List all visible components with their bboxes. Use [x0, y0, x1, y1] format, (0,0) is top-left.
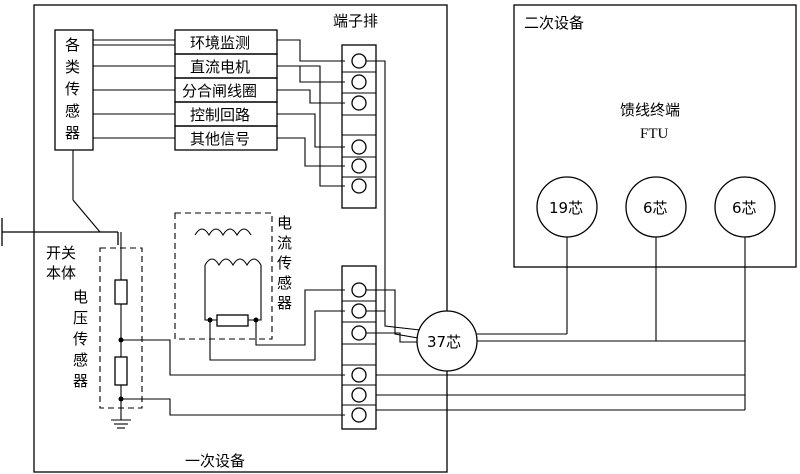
svg-text:传: 传	[73, 330, 88, 348]
current-sensor-coils	[194, 228, 345, 361]
svg-text:器: 器	[65, 124, 80, 142]
svg-text:器: 器	[277, 294, 292, 312]
sensor-item-environment: 环境监测	[190, 34, 250, 52]
terminal-block-lower	[341, 265, 377, 430]
cable-6-core-b-label: 6芯	[732, 199, 757, 217]
sensor-item-control-loop: 控制回路	[190, 106, 250, 124]
cable-trunk-wires	[376, 237, 746, 411]
svg-text:电: 电	[277, 214, 292, 232]
sensor-item-dc-motor: 直流电机	[190, 58, 250, 76]
sensor-item-list: 环境监测 直流电机 分合闸线圈 控制回路 其他信号	[174, 29, 278, 151]
current-sensor-frame	[174, 212, 273, 340]
ground-icon	[111, 419, 131, 429]
svg-text:电: 电	[73, 288, 88, 306]
terminal-block-upper-terminals	[342, 53, 376, 194]
terminal-to-cable-wires	[366, 60, 421, 343]
secondary-equipment-title: 二次设备	[524, 14, 584, 32]
secondary-equipment-frame	[513, 4, 797, 268]
svg-text:器: 器	[73, 372, 88, 390]
terminal-block-label: 端子排	[333, 12, 378, 30]
ftu-code: FTU	[640, 126, 669, 142]
cable-19-core-label: 19芯	[549, 199, 583, 217]
svg-text:感: 感	[65, 102, 80, 120]
item-to-terminal-lines	[277, 39, 345, 187]
switch-body-label-line2: 本体	[46, 264, 76, 282]
cable-37-core-label: 37芯	[427, 333, 461, 351]
svg-text:流: 流	[277, 234, 292, 252]
current-sensor-label: 电 流 传 感 器	[277, 214, 292, 312]
svg-text:传: 传	[277, 254, 292, 272]
sensor-connection-lines	[93, 39, 175, 139]
switch-body	[1, 150, 119, 246]
ftu-name: 馈线终端	[620, 101, 680, 119]
sensor-item-other-signal: 其他信号	[190, 130, 250, 148]
svg-text:传: 传	[65, 80, 80, 98]
primary-equipment-frame	[33, 4, 448, 473]
svg-text:各: 各	[65, 36, 80, 54]
voltage-sensor-label: 电 压 传 感 器	[73, 288, 88, 390]
terminal-block-lower-terminals	[342, 282, 376, 423]
svg-text:感: 感	[73, 351, 88, 369]
voltage-sensor-resistors	[114, 232, 345, 420]
sensors-box-label: 各 类 传 感 器	[65, 36, 80, 142]
primary-equipment-title: 一次设备	[185, 452, 245, 470]
svg-text:感: 感	[277, 274, 292, 292]
svg-text:类: 类	[65, 58, 80, 76]
svg-text:压: 压	[73, 309, 88, 327]
sensor-item-coil: 分合闸线圈	[182, 82, 257, 100]
cable-6-core-a-label: 6芯	[643, 199, 668, 217]
switch-body-label-line1: 开关	[46, 244, 76, 262]
terminal-block-upper	[341, 44, 377, 209]
